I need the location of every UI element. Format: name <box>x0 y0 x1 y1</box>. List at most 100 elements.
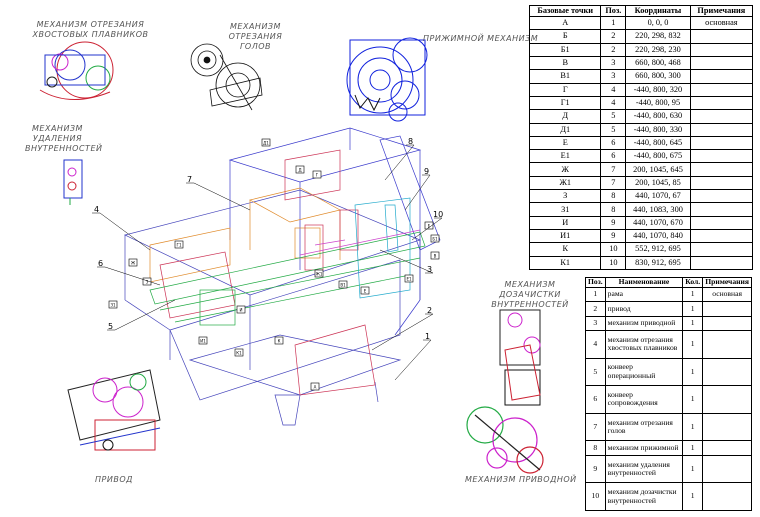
point-marker: В1 <box>340 283 346 288</box>
table-cell: -440, 800, 645 <box>625 135 691 151</box>
table-cell: 1 <box>682 440 704 456</box>
caption-tail-cut: МЕХАНИЗМ ОТРЕЗАНИЯ ХВОСТОВЫХ ПЛАВНИКОВ <box>32 20 149 39</box>
table-cell: конвеер операционный <box>604 357 684 387</box>
table-cell <box>702 301 752 317</box>
table-cell: З1 <box>528 202 602 217</box>
table-cell <box>689 122 754 137</box>
point-marker: В <box>434 254 437 259</box>
table-cell: Б <box>528 29 602 44</box>
table-cell: 200, 1045, 645 <box>625 162 691 177</box>
table-cell: 3 <box>600 69 627 84</box>
col-header: Кол. <box>682 277 704 288</box>
table-cell <box>702 482 752 511</box>
point-marker-boxes <box>108 138 440 391</box>
position-numbers: 1 2 3 4 5 6 7 8 9 10 <box>94 137 443 341</box>
table-cell: механизм отрезания хвостовых плавников <box>604 330 684 359</box>
table-cell: конвеер сопровождения <box>604 385 684 414</box>
table-cell: 0, 0, 0 <box>625 15 691 31</box>
position-leader: 5 <box>108 322 113 331</box>
table-cell: А <box>528 15 602 31</box>
table-cell: 552, 912, 695 <box>625 242 691 257</box>
point-marker: Б <box>428 224 431 229</box>
caption-drive: ПРИВОД <box>95 475 133 484</box>
table-cell: Ж1 <box>528 175 602 191</box>
table-cell: 1 <box>682 330 704 359</box>
table-cell <box>689 189 754 204</box>
col-header: Базовые точки <box>528 5 602 17</box>
table-cell: 440, 1083, 300 <box>625 202 691 217</box>
table-cell: Е <box>528 135 602 151</box>
table-cell: 6 <box>600 149 627 164</box>
point-marker: И <box>240 308 243 313</box>
table-cell: 5 <box>600 122 627 137</box>
point-marker: Е1 <box>406 277 412 282</box>
table-cell: механизм удаления внутренностей <box>604 454 684 484</box>
base-points-table: Базовые точки Поз. Координаты Примечания… <box>528 5 754 271</box>
final-clean-sketch <box>499 309 541 406</box>
table-cell: 10 <box>585 482 606 511</box>
table-cell <box>702 385 752 414</box>
table-cell <box>689 82 754 97</box>
table-cell: основная <box>702 286 752 303</box>
table-cell: 4 <box>600 82 627 97</box>
table-cell: 660, 800, 300 <box>625 69 691 84</box>
table-cell: 440, 1070, 670 <box>625 215 691 231</box>
table-cell: 830, 912, 695 <box>625 255 691 271</box>
position-leader: 8 <box>408 137 413 146</box>
table-cell: 7 <box>600 162 627 177</box>
table-cell <box>689 69 754 84</box>
table-cell: 1 <box>600 15 627 31</box>
head-cut-sketch <box>190 43 263 111</box>
table-cell <box>689 149 754 164</box>
table-cell: 9 <box>585 454 606 484</box>
position-leader: 4 <box>94 205 99 214</box>
table-cell: 2 <box>585 301 606 317</box>
table-cell: -440, 800, 675 <box>625 149 691 164</box>
table-cell <box>689 42 754 57</box>
point-marker: Г <box>316 173 319 178</box>
tail-cut-sketch <box>39 41 114 101</box>
drive-mech-sketch <box>466 406 544 474</box>
table-cell: 7 <box>585 412 606 442</box>
leader-lines <box>92 144 443 381</box>
table-cell <box>689 162 754 177</box>
col-header: Поз. <box>585 277 606 288</box>
table-cell: рама <box>604 286 684 303</box>
point-marker: Д1 <box>263 141 269 146</box>
table-cell <box>689 228 754 244</box>
point-marker: З <box>146 280 149 285</box>
table-cell: Д <box>528 109 602 124</box>
point-marker: Е <box>364 289 367 294</box>
table-cell: 4 <box>600 95 627 111</box>
table-cell: 1 <box>682 385 704 414</box>
table-cell: 5 <box>585 357 606 387</box>
position-leader: 10 <box>433 210 443 219</box>
col-header: Наименование <box>604 277 684 288</box>
table-cell: 8 <box>600 189 627 204</box>
table-cell: 5 <box>600 109 627 124</box>
table-cell: 10 <box>600 242 627 257</box>
table-cell: механизм приводной <box>604 315 684 332</box>
table-cell: 8 <box>600 202 627 217</box>
table-cell: механизм прижимной <box>604 440 684 456</box>
table-cell <box>702 315 752 332</box>
table-cell: 660, 800, 468 <box>625 55 691 71</box>
main-assembly <box>123 127 441 426</box>
